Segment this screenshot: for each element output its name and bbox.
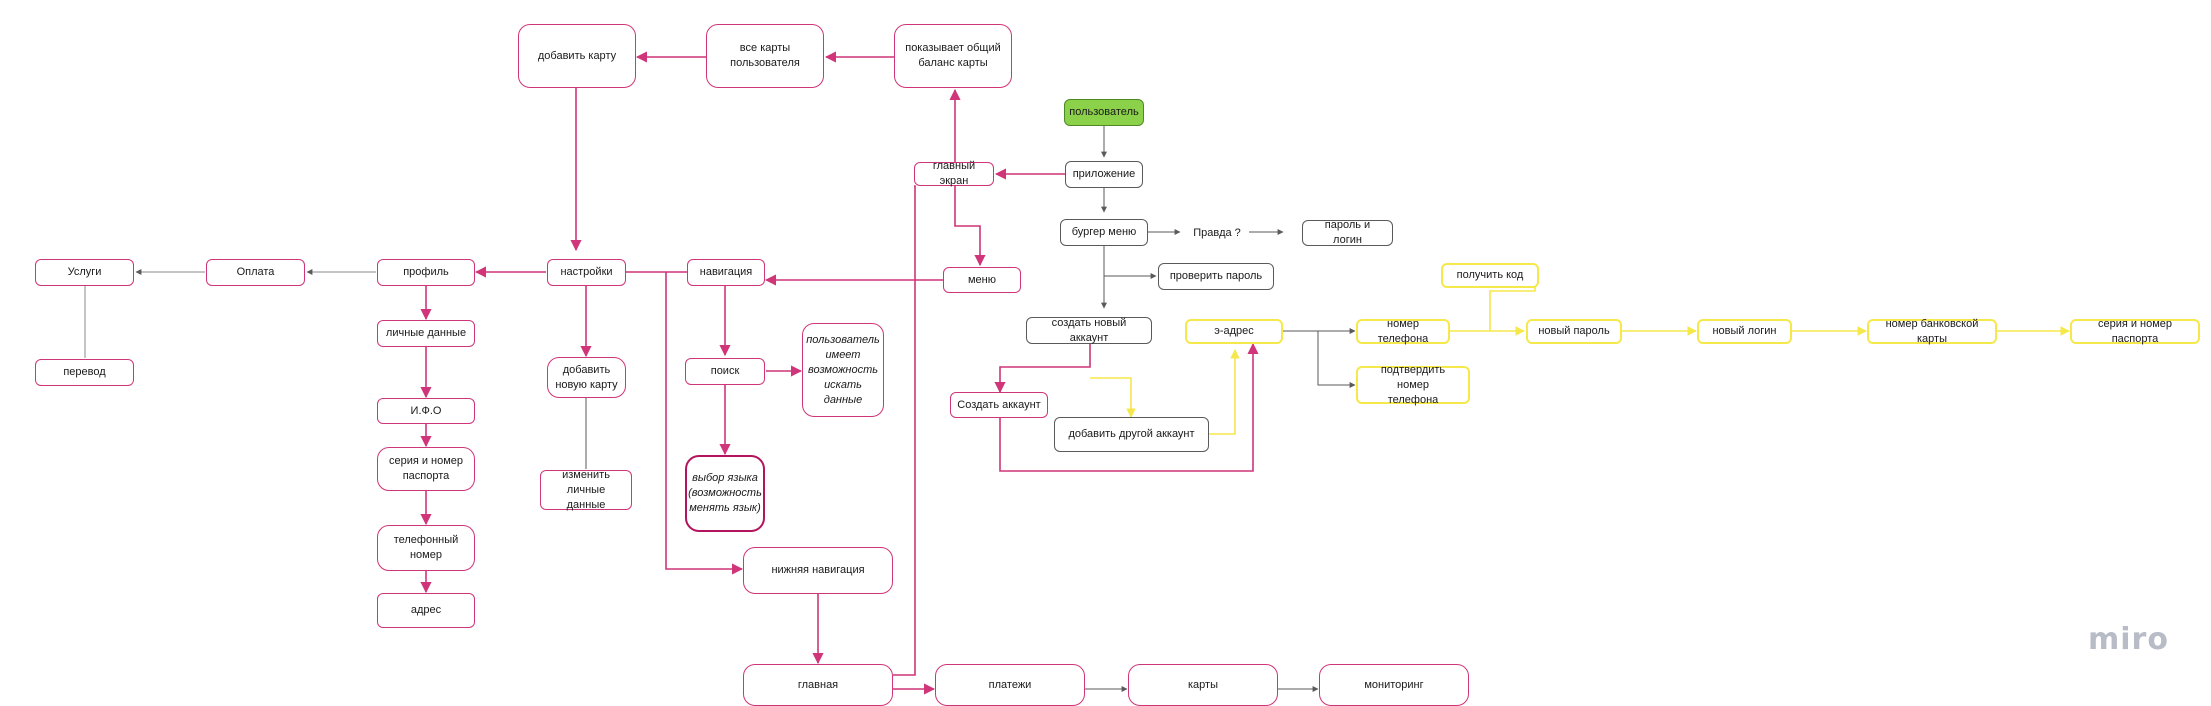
node-create-account[interactable]: Создать аккаунт	[950, 392, 1048, 418]
node-services[interactable]: Услуги	[35, 259, 134, 286]
node-bank-card-number[interactable]: номер банковской карты	[1867, 318, 1997, 345]
node-menu[interactable]: меню	[943, 267, 1021, 293]
node-add-card-top[interactable]: добавить карту	[518, 24, 636, 88]
node-change-personal-data[interactable]: изменить личные данные	[540, 469, 632, 511]
node-transfer[interactable]: перевод	[35, 359, 134, 386]
node-email[interactable]: э-адрес	[1185, 319, 1283, 344]
node-add-other-account[interactable]: добавить другой аккаунт	[1054, 417, 1209, 452]
node-truth[interactable]: Правда ?	[1193, 226, 1241, 239]
node-passport-profile[interactable]: серия и номер паспорта	[377, 447, 475, 491]
node-new-login[interactable]: новый логин	[1697, 319, 1792, 344]
node-create-new-account[interactable]: создать новый аккаунт	[1026, 317, 1152, 344]
link-addother-to-email	[1209, 349, 1240, 435]
node-shows-balance[interactable]: показывает общий баланс карты	[894, 24, 1012, 88]
node-user-can-search[interactable]: пользователь имеет возможность искать да…	[802, 323, 884, 417]
node-passport-series[interactable]: серия и номер паспорта	[2070, 318, 2200, 345]
node-new-password[interactable]: новый пароль	[1526, 319, 1622, 344]
node-app[interactable]: приложение	[1065, 161, 1143, 188]
node-navigation[interactable]: навигация	[687, 259, 765, 286]
node-check-password[interactable]: проверить пароль	[1158, 263, 1274, 290]
node-profile[interactable]: профиль	[377, 259, 475, 286]
node-password-login[interactable]: пароль и логин	[1302, 219, 1393, 246]
node-language-choice[interactable]: выбор языка (возможность менять язык)	[685, 455, 765, 532]
link-mainscreen-to-menu	[954, 186, 986, 267]
node-main-screen[interactable]: главный экран	[914, 160, 994, 187]
node-search[interactable]: поиск	[685, 358, 765, 385]
miro-logo: miro	[2088, 622, 2169, 657]
node-phone-profile[interactable]: телефонный номер	[377, 525, 475, 571]
node-cards[interactable]: карты	[1128, 664, 1278, 706]
node-bottom-navigation[interactable]: нижняя навигация	[743, 547, 893, 594]
link-createaccount-to-email	[999, 342, 1259, 472]
node-user[interactable]: пользователь	[1064, 99, 1144, 126]
node-confirm-phone[interactable]: подтвердить номер телефона	[1356, 364, 1470, 406]
node-home[interactable]: главная	[743, 664, 893, 706]
node-all-user-cards[interactable]: все карты пользователя	[706, 24, 824, 88]
link-home-to-mainscreen	[893, 185, 916, 676]
link-createnew-to-addother	[1090, 377, 1136, 418]
link-phone-to-getcode	[1489, 287, 1536, 331]
node-settings[interactable]: настройки	[547, 259, 626, 286]
link-createnew-to-createaccount	[994, 344, 1091, 394]
node-address[interactable]: адрес	[377, 593, 475, 628]
node-personal-data[interactable]: личные данные	[377, 320, 475, 347]
link-email-to-confirmphone	[1283, 330, 1356, 388]
node-monitoring[interactable]: мониторинг	[1319, 664, 1469, 706]
node-get-code[interactable]: получить код	[1441, 263, 1539, 288]
node-phone-number[interactable]: номер телефона	[1356, 318, 1450, 345]
link-navigation-to-bottomnav	[665, 272, 744, 575]
node-full-name[interactable]: И.Ф.О	[377, 398, 475, 424]
node-payment[interactable]: Оплата	[206, 259, 305, 286]
node-add-new-card[interactable]: добавить новую карту	[547, 357, 626, 398]
node-burger-menu[interactable]: бургер меню	[1060, 219, 1148, 246]
node-payments[interactable]: платежи	[935, 664, 1085, 706]
